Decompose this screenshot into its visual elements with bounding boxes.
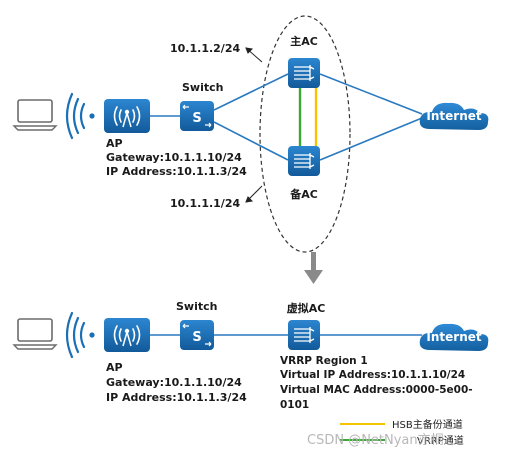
master-ac-ip: 10.1.1.2/24 xyxy=(170,42,240,55)
virtual-mac-label-line2: 0101 xyxy=(280,399,309,411)
virtual-ac-icon xyxy=(288,320,320,350)
ap-gateway-top: Gateway:10.1.1.10/24 xyxy=(106,151,242,164)
legend-hsb-label: HSB主备份通道 xyxy=(392,418,463,431)
master-ac-icon xyxy=(288,58,320,88)
backup-ac-ip: 10.1.1.1/24 xyxy=(170,197,240,210)
link-switch-master xyxy=(213,73,289,111)
virtual-mac-label-line1: Virtual MAC Address:0000-5e00- xyxy=(280,384,473,396)
wifi-signal-icon xyxy=(65,92,95,140)
switch-icon-bottom: S xyxy=(180,320,214,350)
internet-cloud-icon xyxy=(419,102,489,130)
wifi-signal-icon-bottom xyxy=(65,311,95,359)
ap-gateway-bottom: Gateway:10.1.1.10/24 xyxy=(106,376,242,389)
backup-ac-icon xyxy=(288,146,320,176)
svg-text:S: S xyxy=(192,111,201,126)
ha-group-ellipse xyxy=(259,15,351,253)
vrrp-region-label: VRRP Region 1 xyxy=(280,355,368,367)
access-point-icon-bottom xyxy=(104,318,150,352)
internet-cloud-icon-bottom xyxy=(419,323,489,351)
link-master-internet xyxy=(319,73,423,115)
ap-name-bottom: AP xyxy=(106,361,123,374)
switch-label-top: Switch xyxy=(182,81,223,94)
watermark: CSDN @NetNyan亦桐 xyxy=(307,432,444,448)
ip-leader-lines xyxy=(245,47,263,203)
laptop-icon xyxy=(12,99,58,131)
arrow-down-icon xyxy=(304,252,323,284)
legend: HSB主备份通道 VRRP通道 xyxy=(340,418,464,447)
internet-label-top: Internet xyxy=(426,109,481,123)
top-links xyxy=(150,73,423,161)
laptop-icon-bottom xyxy=(12,318,58,350)
backup-ac-label: 备AC xyxy=(289,187,318,201)
link-switch-backup xyxy=(213,121,289,161)
master-ac-label: 主AC xyxy=(290,34,318,48)
access-point-icon xyxy=(104,99,150,133)
switch-icon: S xyxy=(180,101,214,131)
internet-label-bottom: Internet xyxy=(426,330,481,344)
link-backup-internet xyxy=(319,117,423,161)
virtual-ac-label: 虚拟AC xyxy=(287,301,326,315)
virtual-ip-label: Virtual IP Address:10.1.1.10/24 xyxy=(280,369,465,381)
legend-vrrp-label: VRRP通道 xyxy=(417,434,464,447)
switch-label-bottom: Switch xyxy=(176,300,217,313)
ap-ip-bottom: IP Address:10.1.1.3/24 xyxy=(106,391,247,404)
ap-ip-top: IP Address:10.1.1.3/24 xyxy=(106,165,247,178)
svg-text:S: S xyxy=(192,330,201,345)
ap-name-top: AP xyxy=(106,137,123,150)
